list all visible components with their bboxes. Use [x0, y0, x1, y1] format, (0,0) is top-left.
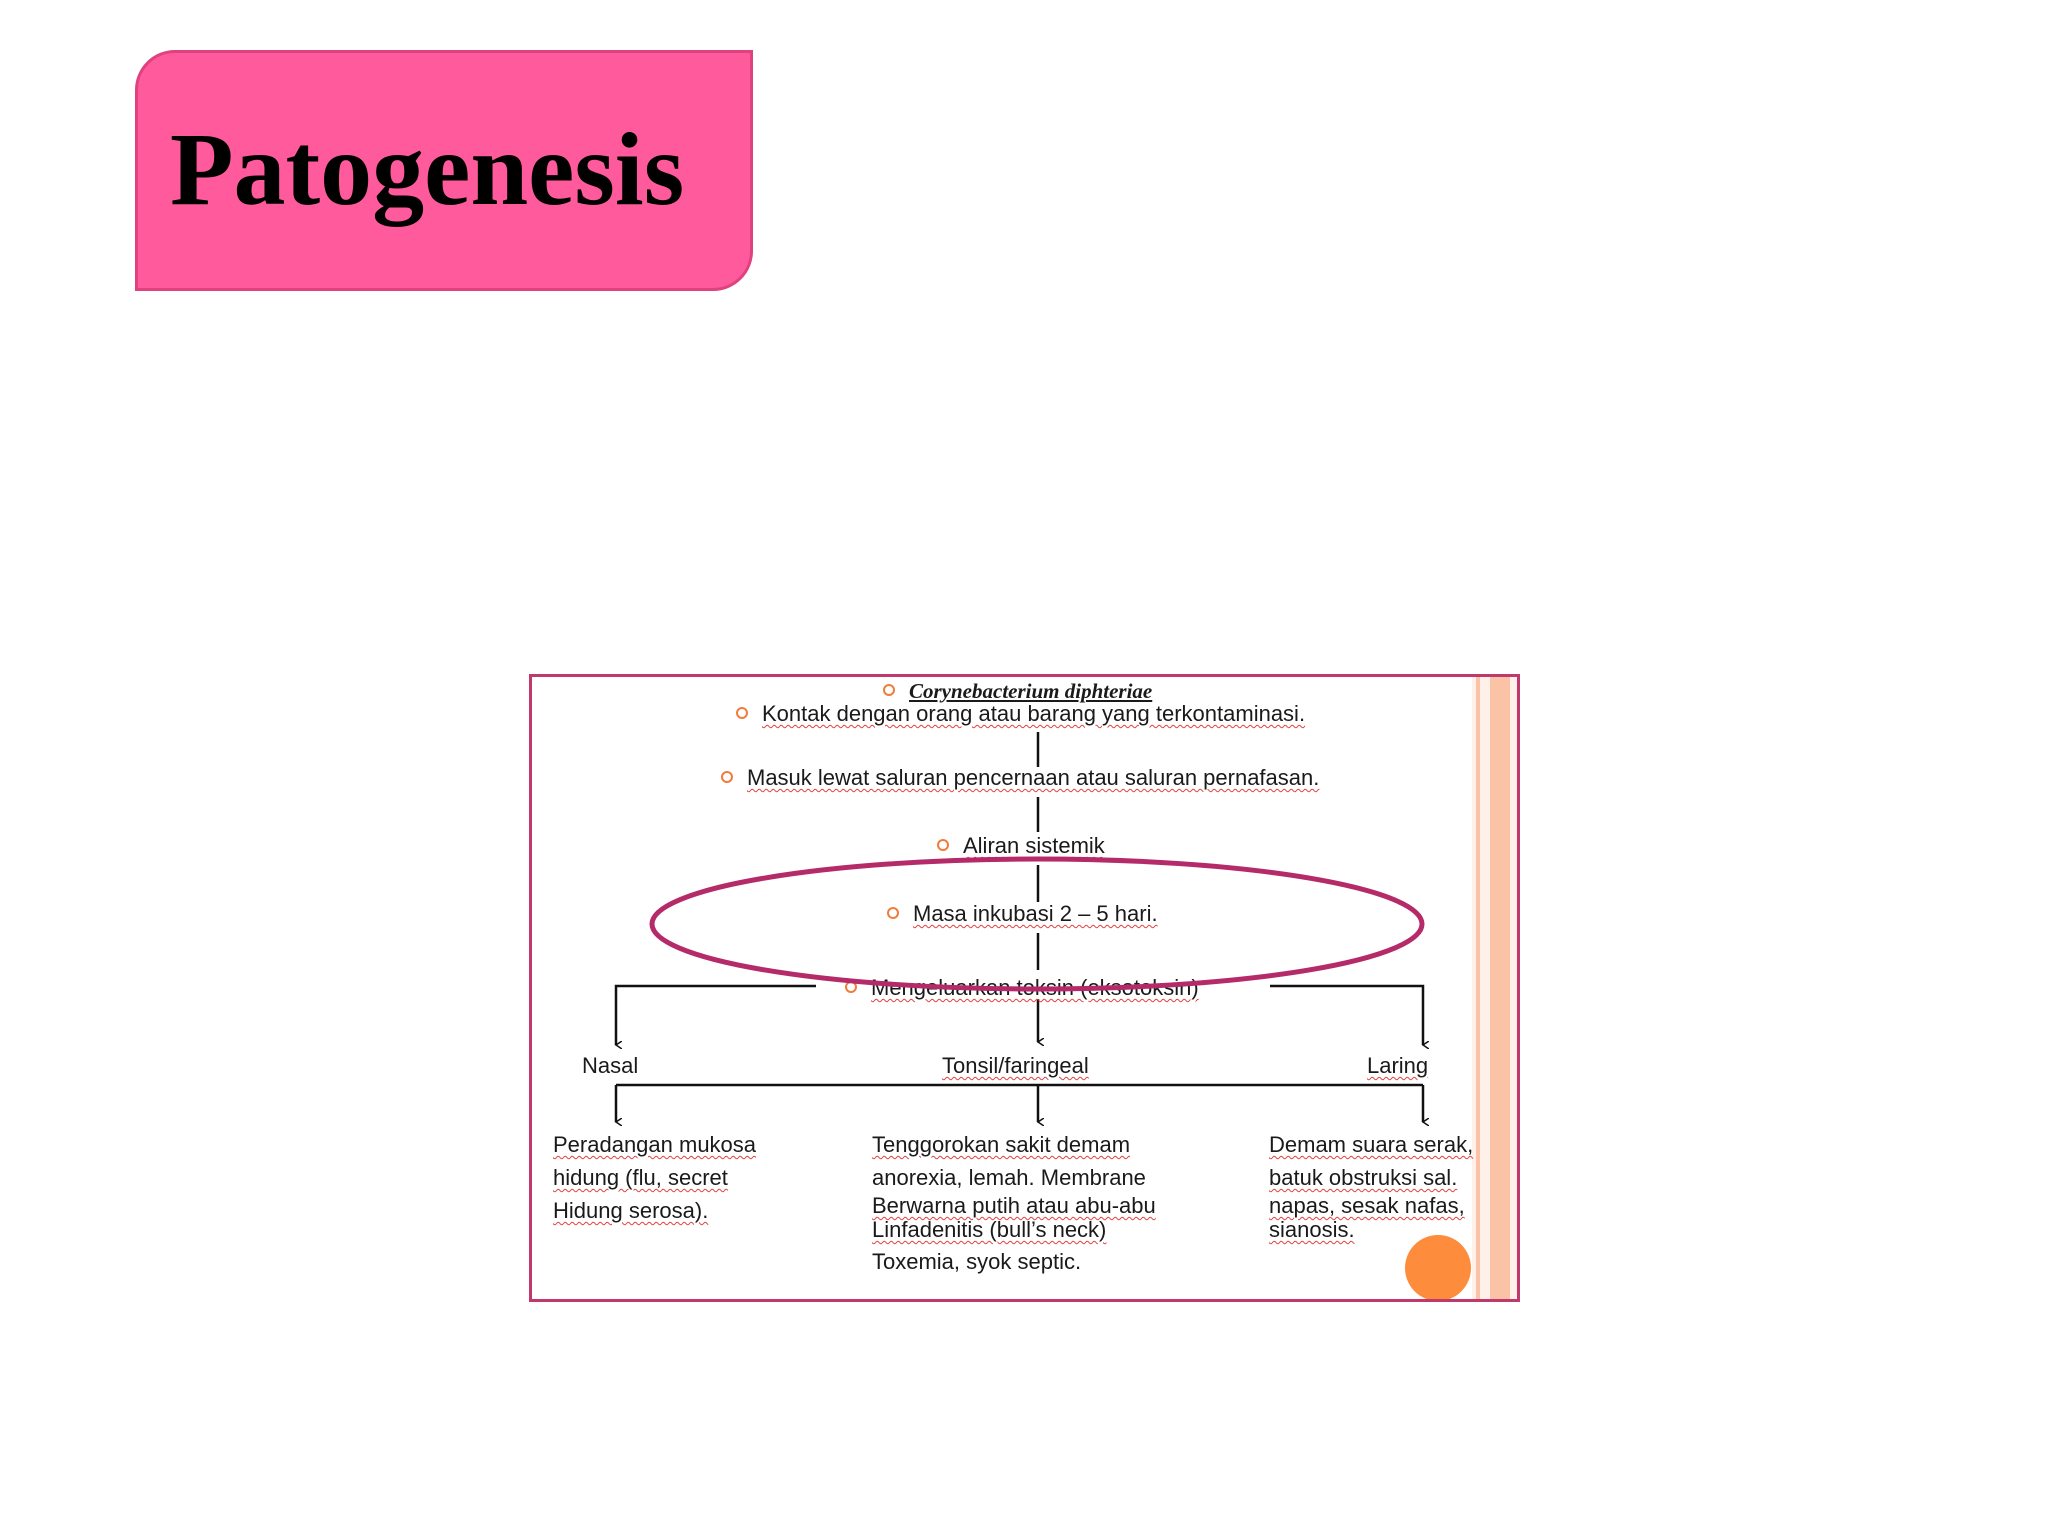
node-organism: Corynebacterium diphteriae	[883, 678, 1152, 703]
bullet-icon	[937, 839, 949, 852]
bullet-icon	[887, 907, 899, 920]
slide-title: Patogenesis	[170, 112, 685, 227]
detail-line: hidung (flu, secret	[553, 1165, 728, 1190]
bullet-icon	[883, 684, 895, 697]
branch-label-nasal: Nasal	[582, 1053, 639, 1078]
tonsil-detail: Tenggorokan sakit demam anorexia, lemah.…	[872, 1128, 1156, 1282]
detail-line: Linfadenitis (bull’s neck)	[872, 1217, 1107, 1242]
detail-line: napas, sesak nafas,	[1269, 1193, 1465, 1218]
branch-label-tonsil: Tonsil/faringeal	[942, 1053, 1089, 1078]
laring-detail: Demam suara serak, batuk obstruksi sal. …	[1269, 1128, 1473, 1242]
nasal-detail: Peradangan mukosa hidung (flu, secret Hi…	[553, 1128, 756, 1227]
detail-line: anorexia, lemah. Membrane	[872, 1165, 1146, 1190]
side-stripe-2	[1490, 677, 1510, 1299]
bullet-icon	[736, 707, 748, 720]
detail-line: Hidung serosa).	[553, 1198, 709, 1223]
detail-line: Berwarna putih atau abu-abu	[872, 1193, 1156, 1218]
node-incubation: Masa inkubasi 2 – 5 hari.	[887, 901, 1158, 926]
title-box	[135, 50, 753, 291]
corner-dot	[1405, 1235, 1471, 1299]
branch-label-laring: Laring	[1367, 1053, 1429, 1078]
detail-line: Peradangan mukosa	[553, 1132, 757, 1157]
arrow-toxin-to-nasal	[616, 984, 816, 1045]
detail-line: batuk obstruksi sal.	[1269, 1165, 1458, 1190]
bullet-icon	[845, 981, 857, 994]
pathogenesis-diagram: Corynebacterium diphteriae Kontak dengan…	[529, 674, 1520, 1302]
bullet-icon	[721, 771, 733, 784]
detail-line: sianosis.	[1269, 1217, 1355, 1242]
detail-line: Demam suara serak,	[1269, 1132, 1474, 1157]
side-stripe-1	[1476, 677, 1480, 1299]
detail-line: Toxemia, syok septic.	[872, 1249, 1082, 1274]
detail-line: Tenggorokan sakit demam	[872, 1132, 1131, 1157]
node-entry: Masuk lewat saluran pencernaan atau salu…	[721, 765, 1319, 790]
node-contact: Kontak dengan orang atau barang yang ter…	[736, 701, 1305, 726]
node-systemic: Aliran sistemik	[937, 833, 1105, 858]
arrow-toxin-to-laring	[1270, 984, 1423, 1045]
node-toxin: Mengeluarkan toksin (eksotoksin)	[845, 975, 1199, 1000]
